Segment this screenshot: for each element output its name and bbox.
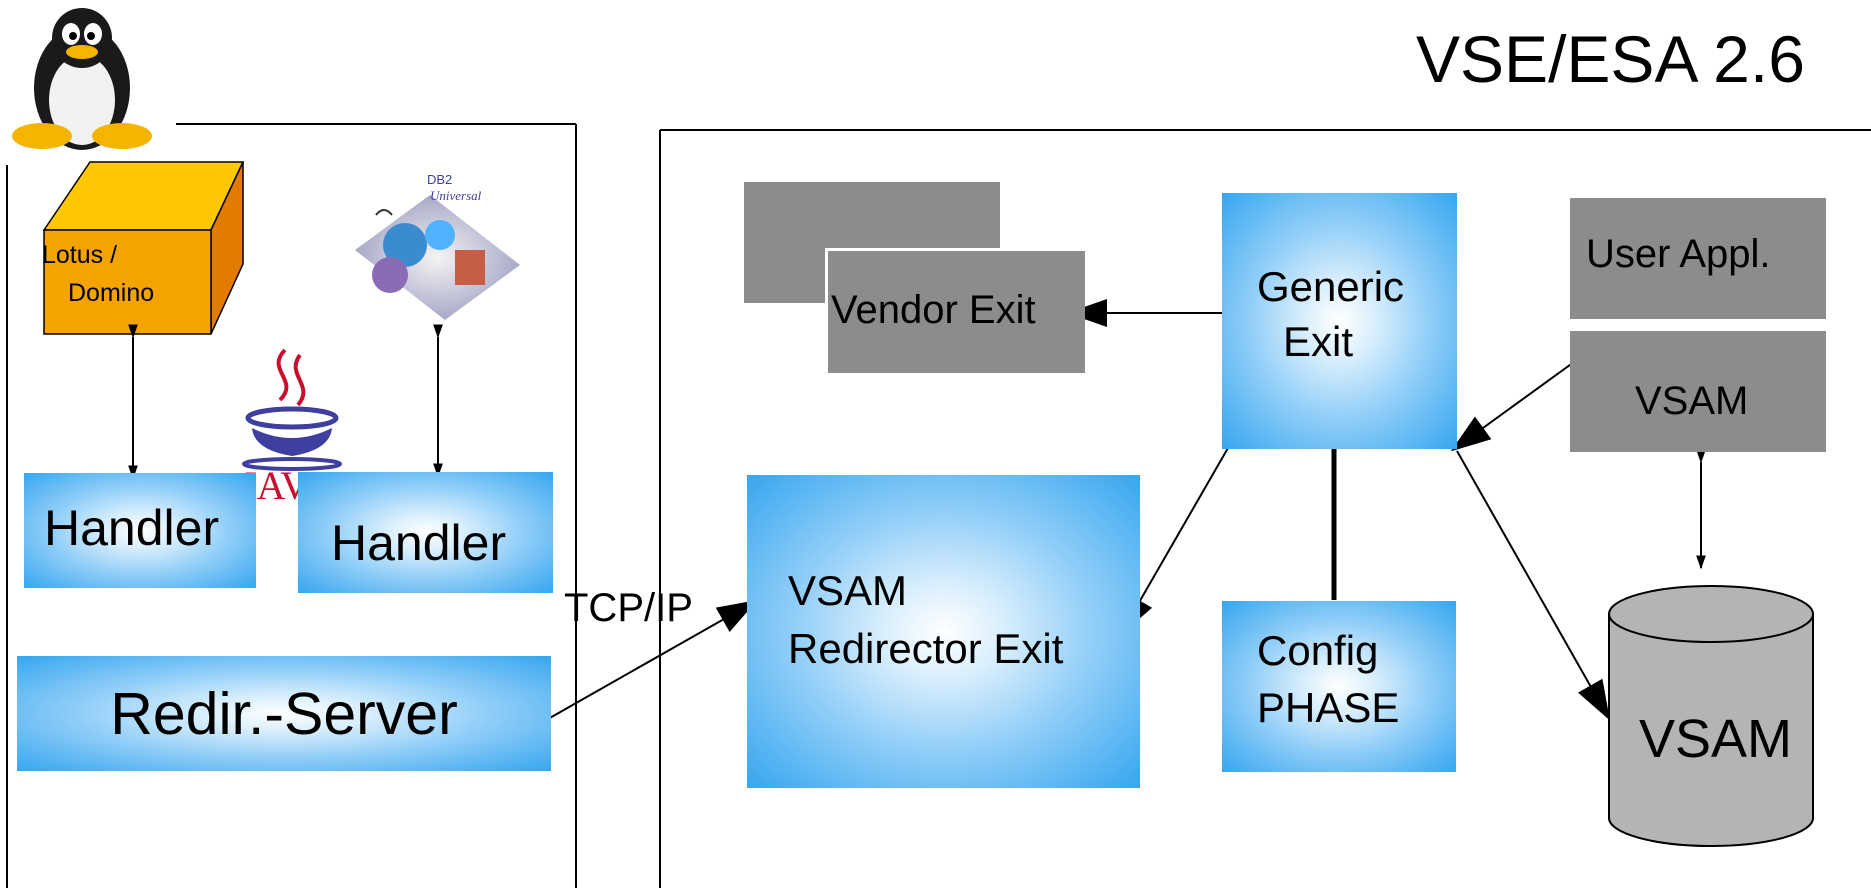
vsam-redirector-exit-box <box>747 475 1140 788</box>
db2-logo-text-1: DB2 <box>427 172 453 187</box>
generic-exit-box <box>1222 193 1457 449</box>
page-title: VSE/ESA 2.6 <box>1416 22 1805 96</box>
redir-server-label: Redir.-Server <box>110 680 458 747</box>
redirector-label-2: Redirector Exit <box>788 625 1064 672</box>
vendor-exit-box <box>825 248 1085 373</box>
db2-logo-text-2: Universal <box>430 188 482 203</box>
redir-server-box: Redir.-Server <box>17 656 551 771</box>
vendor-exit-label: Vendor Exit <box>831 288 1036 332</box>
user-appl-label: User Appl. <box>1586 232 1771 276</box>
arrow-vsam-to-generic <box>1450 361 1575 452</box>
generic-exit-label-1: Generic <box>1257 263 1405 310</box>
vsam-disk-cylinder <box>1608 585 1814 847</box>
handler-box-1 <box>24 473 256 588</box>
arrow-tcpip <box>509 600 758 749</box>
handler-box-2 <box>298 472 553 593</box>
handler-label-1: Handler <box>44 500 220 556</box>
lotus-domino-label-2: Domino <box>68 279 155 307</box>
vsam-box <box>1570 331 1826 452</box>
generic-exit-label-2: Exit <box>1283 318 1354 365</box>
vsam-disk-label: VSAM <box>1639 709 1793 769</box>
lotus-domino-label-1: Lotus / <box>42 241 118 269</box>
vsam-box-label: VSAM <box>1635 379 1749 423</box>
linux-penguin-icon <box>12 8 152 150</box>
db2-universal-logo-icon <box>355 195 520 320</box>
config-phase-box <box>1222 601 1456 772</box>
linux-frame <box>6 123 577 888</box>
tcpip-label: TCP/IP <box>564 586 693 630</box>
vse-frame <box>659 129 1871 888</box>
lotus-domino-box <box>42 161 245 335</box>
arrow-generic-to-disk <box>1456 450 1610 721</box>
config-phase-label-2: PHASE <box>1257 684 1400 731</box>
user-appl-box <box>1570 198 1826 319</box>
handler-label-2: Handler <box>331 515 507 571</box>
redirector-label-1: VSAM <box>788 567 908 614</box>
config-phase-label-1: Config <box>1257 627 1379 674</box>
